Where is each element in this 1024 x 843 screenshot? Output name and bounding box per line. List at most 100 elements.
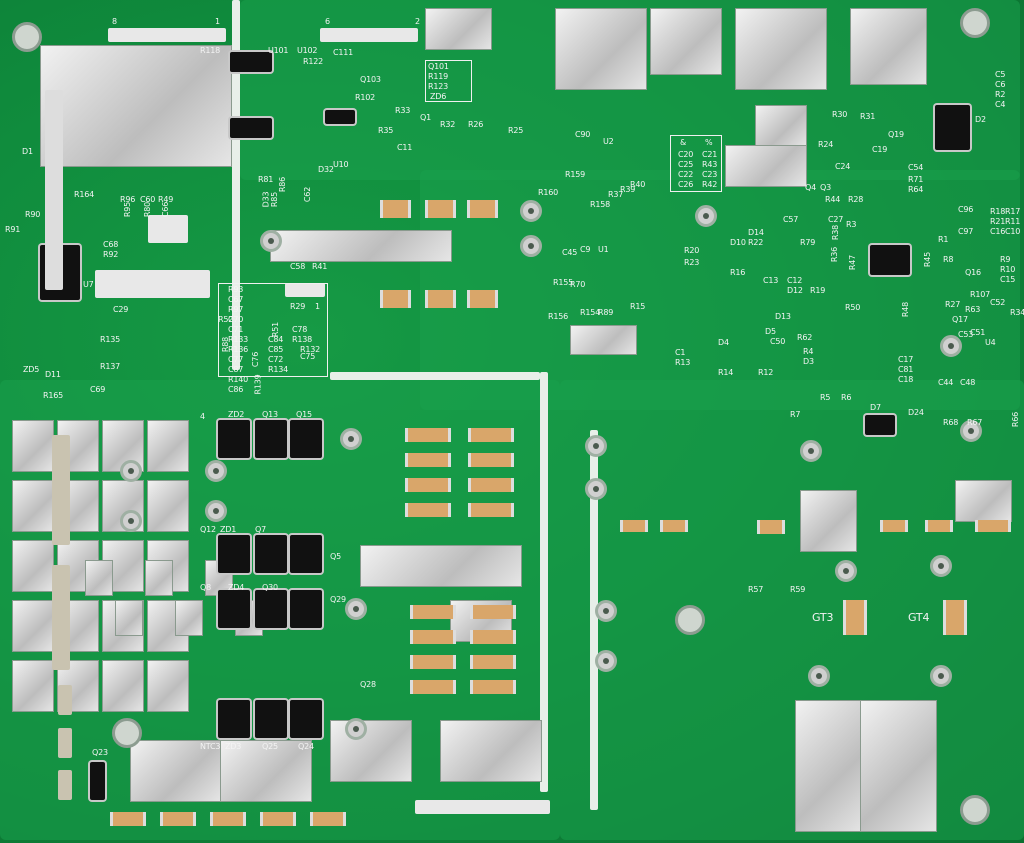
silkscreen-label: C25 [678, 160, 694, 169]
screw-hole [12, 22, 42, 52]
through-hole [595, 600, 617, 622]
silkscreen-label: 6 [325, 17, 330, 26]
silkscreen-label: D4 [718, 338, 729, 347]
silkscreen-label: R23 [684, 258, 700, 267]
silkscreen-label: C52 [990, 298, 1006, 307]
copper-pad [102, 660, 144, 712]
silkscreen-label: R156 [548, 312, 569, 321]
silkscreen-label: R132 [300, 345, 321, 354]
smd-component [880, 520, 908, 532]
silkscreen-label: R64 [908, 185, 924, 194]
copper-pad [425, 8, 492, 50]
silkscreen-label: R92 [103, 250, 119, 259]
silkscreen-label: R50 [845, 303, 861, 312]
silkscreen-label: R57 [748, 585, 764, 594]
pin-header [148, 215, 188, 243]
mosfet [255, 420, 287, 458]
silkscreen-label: R80 [143, 201, 153, 218]
silkscreen-label: C53 [958, 330, 974, 339]
silkscreen-label: R33 [395, 106, 411, 115]
silkscreen-line [590, 430, 598, 810]
smd-component [425, 200, 456, 218]
silkscreen-label: Q23 [92, 748, 108, 757]
mosfet [218, 535, 250, 573]
smd-capacitor [405, 428, 451, 442]
copper-pad [147, 660, 189, 712]
silkscreen-label: & [680, 138, 687, 147]
silkscreen-label: R59 [790, 585, 806, 594]
silkscreen-label: C72 [268, 355, 284, 364]
through-hole [695, 205, 717, 227]
silkscreen-label: Q28 [360, 680, 376, 689]
copper-pad [330, 720, 412, 782]
copper-pad [220, 740, 312, 802]
silkscreen-label: R10 [1000, 265, 1016, 274]
silkscreen-label: U1 [598, 245, 609, 254]
ic-package [230, 52, 272, 72]
smd-capacitor [468, 453, 514, 467]
copper-pad [115, 600, 143, 636]
silkscreen-label: R93 [228, 285, 244, 294]
silkscreen-label: R6 [841, 393, 852, 402]
smd-capacitor [410, 630, 456, 644]
silkscreen-label: C81 [898, 365, 914, 374]
silkscreen-label: C51 [970, 328, 986, 337]
through-hole [585, 478, 607, 500]
smd-capacitor [405, 478, 451, 492]
silkscreen-label: R52 [218, 315, 234, 324]
mosfet [218, 420, 250, 458]
pin-header [95, 270, 210, 298]
silkscreen-label: R2 [995, 90, 1006, 99]
silkscreen-label: R70 [570, 280, 586, 289]
silkscreen-label: 8 [112, 17, 117, 26]
silkscreen-label: R37 [608, 190, 624, 199]
copper-pad [850, 8, 927, 85]
silkscreen-label: C26 [678, 180, 694, 189]
mosfet [290, 535, 322, 573]
silkscreen-label: U2 [603, 137, 614, 146]
silkscreen-label: R11 [1005, 217, 1021, 226]
screw-hole [112, 718, 142, 748]
silkscreen-label: R15 [630, 302, 646, 311]
silkscreen-label: C70 [228, 315, 244, 324]
ic-package [865, 415, 895, 435]
silkscreen-label: GT4 [908, 611, 930, 624]
silkscreen-label: Q12 [200, 525, 216, 534]
silkscreen-label: R43 [702, 160, 718, 169]
silkscreen-label: R66 [1011, 411, 1021, 428]
silkscreen-label: R47 [848, 254, 858, 271]
silkscreen-label: R95 [123, 201, 133, 218]
silkscreen-label: R3 [846, 220, 857, 229]
pin-header [320, 28, 418, 42]
smd-capacitor [470, 655, 516, 669]
through-hole [800, 440, 822, 462]
mosfet [218, 700, 250, 738]
smd-capacitor [470, 605, 516, 619]
through-hole [205, 460, 227, 482]
silkscreen-label: R25 [508, 126, 524, 135]
silkscreen-label: C57 [783, 215, 799, 224]
connector-slot [58, 728, 72, 758]
silkscreen-label: R18 [990, 207, 1006, 216]
silkscreen-label: R154 [580, 308, 601, 317]
silkscreen-label: Q101 [428, 62, 449, 71]
smd-capacitor [470, 630, 516, 644]
silkscreen-label: R1 [938, 235, 949, 244]
through-hole [520, 235, 542, 257]
silkscreen-label: R85 [270, 191, 280, 208]
silkscreen-label: C6 [995, 80, 1006, 89]
silkscreen-label: C75 [300, 352, 316, 361]
silkscreen-label: Q19 [888, 130, 904, 139]
silkscreen-label: 1 [315, 302, 320, 311]
smd-capacitor [310, 812, 346, 826]
through-hole [808, 665, 830, 687]
silkscreen-label: U101 [268, 46, 289, 55]
smd-component [467, 200, 498, 218]
silkscreen-label: C24 [835, 162, 851, 171]
copper-pad [12, 600, 54, 652]
silkscreen-label: R17 [1005, 207, 1021, 216]
silkscreen-label: Q29 [330, 595, 346, 604]
through-hole [120, 510, 142, 532]
silkscreen-label: R90 [25, 210, 41, 219]
silkscreen-label: R123 [428, 82, 449, 91]
